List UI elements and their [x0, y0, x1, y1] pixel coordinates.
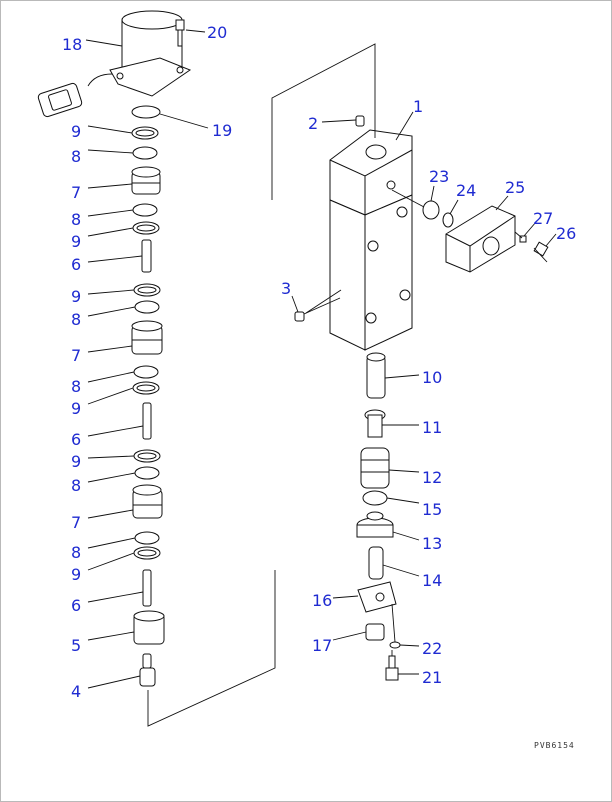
plug-part-3 — [294, 311, 305, 322]
backup-ring-9e-inner — [137, 452, 157, 460]
backup-ring-9b-inner — [136, 224, 156, 232]
valve-part-7b — [131, 320, 163, 355]
o-ring-part-19 — [131, 105, 161, 119]
callout-8: 8 — [71, 210, 81, 229]
o-ring-8f — [134, 531, 160, 545]
o-ring-8a — [132, 146, 158, 160]
callout-7: 7 — [71, 513, 81, 532]
callout-18: 18 — [62, 35, 82, 54]
cover-part-16 — [357, 581, 397, 613]
nut-part-17 — [365, 623, 385, 641]
callout-21: 21 — [422, 668, 442, 687]
washer-part-22 — [389, 641, 401, 649]
callout-6: 6 — [71, 596, 81, 615]
o-ring-part-24 — [442, 212, 454, 228]
callout-20: 20 — [207, 23, 227, 42]
o-ring-8c — [134, 300, 160, 314]
callout-9: 9 — [71, 232, 81, 251]
valve-part-5 — [133, 610, 165, 645]
callout-8: 8 — [71, 543, 81, 562]
spool-part-6c — [142, 569, 152, 607]
spool-part-6a — [141, 239, 152, 273]
bolt-part-20 — [175, 19, 185, 47]
callout-2: 2 — [308, 114, 318, 133]
o-ring-8e — [134, 466, 160, 480]
callout-6: 6 — [71, 255, 81, 274]
callout-26: 26 — [556, 224, 576, 243]
spring-part-12 — [360, 447, 390, 489]
valve-body-part-1 — [329, 129, 413, 351]
callout-7: 7 — [71, 346, 81, 365]
backup-ring-9c-inner — [137, 286, 157, 294]
o-ring-8b — [132, 203, 158, 217]
drawing-code: PVB6154 — [534, 741, 575, 750]
bolt-part-21 — [385, 655, 399, 681]
callout-22: 22 — [422, 639, 442, 658]
callout-13: 13 — [422, 534, 442, 553]
backup-ring-9a-inner — [135, 129, 155, 137]
callout-14: 14 — [422, 571, 442, 590]
callout-5: 5 — [71, 636, 81, 655]
callout-11: 11 — [422, 418, 442, 437]
backup-ring-9d-inner — [136, 384, 156, 392]
callout-8: 8 — [71, 147, 81, 166]
plug-part-4 — [139, 653, 156, 687]
piston-part-10 — [366, 352, 386, 399]
callout-9: 9 — [71, 565, 81, 584]
callout-15: 15 — [422, 500, 442, 519]
o-ring-8d — [133, 365, 159, 379]
spring-part-14 — [368, 546, 384, 580]
callout-17: 17 — [312, 636, 332, 655]
plug-part-2 — [355, 115, 365, 127]
callout-8: 8 — [71, 310, 81, 329]
solenoid-part-18 — [37, 10, 192, 118]
fitting-part-23 — [422, 200, 440, 220]
leader-lines — [85, 29, 557, 727]
callout-labels: 18 20 19 9 8 7 8 9 6 9 8 7 8 9 6 9 8 7 8… — [62, 23, 576, 701]
callout-4: 4 — [71, 682, 81, 701]
callout-8: 8 — [71, 377, 81, 396]
callout-10: 10 — [422, 368, 442, 387]
callout-12: 12 — [422, 468, 442, 487]
valve-part-7a — [131, 166, 161, 195]
callout-9: 9 — [71, 287, 81, 306]
callout-9: 9 — [71, 399, 81, 418]
callout-16: 16 — [312, 591, 332, 610]
callout-9: 9 — [71, 452, 81, 471]
callout-9: 9 — [71, 122, 81, 141]
valve-part-7c — [132, 484, 163, 519]
block-part-25 — [445, 205, 516, 273]
bolt-part-26 — [533, 241, 549, 263]
backup-ring-9f-inner — [137, 549, 157, 557]
pin-part-27 — [519, 235, 527, 243]
callout-3: 3 — [281, 279, 291, 298]
callout-6: 6 — [71, 430, 81, 449]
callout-7: 7 — [71, 183, 81, 202]
callout-19: 19 — [212, 121, 232, 140]
callout-1: 1 — [413, 97, 423, 116]
seat-part-13 — [356, 511, 394, 538]
callout-23: 23 — [429, 167, 449, 186]
callout-25: 25 — [505, 178, 525, 197]
callout-8: 8 — [71, 476, 81, 495]
callout-24: 24 — [456, 181, 476, 200]
callout-27: 27 — [533, 209, 553, 228]
retainer-part-11 — [364, 409, 386, 438]
o-ring-part-15 — [362, 490, 388, 506]
spool-part-6b — [142, 402, 152, 440]
